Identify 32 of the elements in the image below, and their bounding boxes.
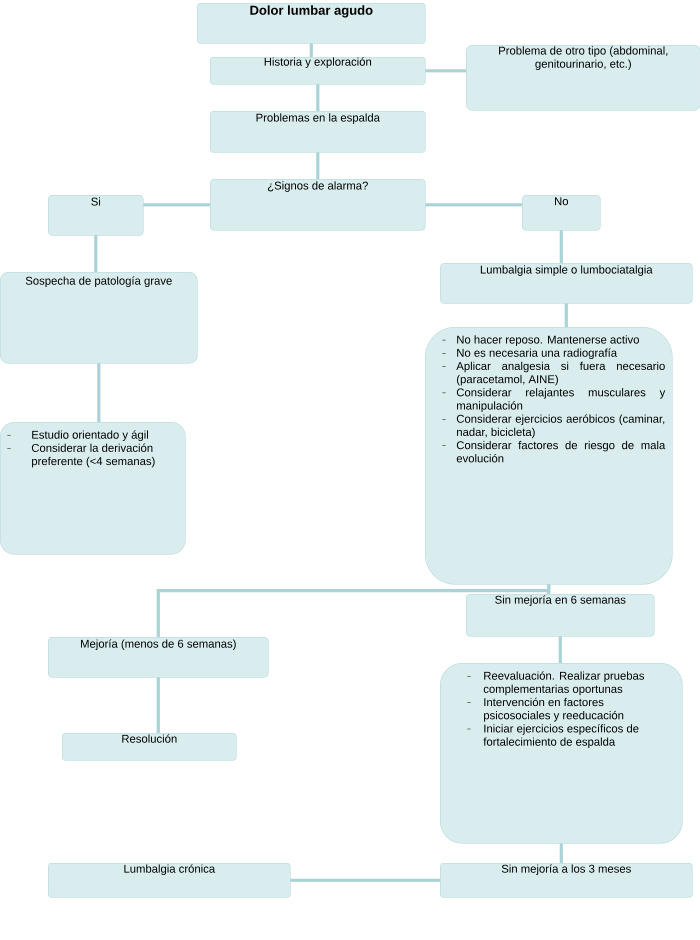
connector-line bbox=[560, 230, 563, 263]
process-box: Historia y exploración bbox=[210, 57, 426, 85]
process-box: Problemas en la espalda bbox=[210, 111, 426, 153]
connector-line bbox=[558, 636, 562, 663]
process-box: Mejoría (menos de 6 semanas) bbox=[48, 637, 269, 678]
answer-box: No bbox=[522, 195, 601, 231]
connector-line bbox=[426, 203, 522, 206]
process-box: Lumbalgia simple o lumbociatalgia bbox=[440, 263, 693, 304]
title-box: Dolor lumbar agudo bbox=[197, 3, 426, 44]
process-box: Sin mejoría en 6 semanas bbox=[466, 594, 655, 637]
connector-line bbox=[290, 878, 440, 882]
process-box: Sospecha de patología grave bbox=[0, 272, 198, 364]
connector-line bbox=[560, 844, 563, 863]
connector-line bbox=[316, 84, 320, 111]
connector-line bbox=[310, 44, 313, 57]
connector-line bbox=[316, 152, 320, 179]
bullet-list-box: Estudio orientado y ágil Considerar la derivación preferente (<4 semanas) bbox=[0, 422, 186, 555]
connector-line bbox=[156, 584, 550, 637]
connector-line bbox=[144, 203, 210, 206]
connector-line bbox=[97, 364, 100, 422]
answer-box: Si bbox=[48, 195, 144, 236]
process-box: Problema de otro tipo (abdominal, genitourinario, etc.) bbox=[466, 45, 700, 111]
process-box: Sin mejoría a los 3 meses bbox=[440, 863, 693, 898]
connector-line bbox=[156, 678, 160, 733]
connector-line bbox=[564, 304, 568, 327]
question-box: ¿Signos de alarma? bbox=[210, 179, 426, 231]
connector-line bbox=[426, 69, 466, 72]
bullet-list-box: No hacer reposo. Mantenerse activo No es necesaria una radiografía Aplicar analgesia si fuera necesario (paracetamol, AINE) Considerar relajantes musculares y manipulación Considerar ejercicios aeróbicos (caminar, nadar, bicicleta) Considerar factores de riesgo de mala evolución bbox=[425, 327, 673, 585]
connector-line bbox=[94, 236, 98, 272]
bullet-list-box: Reevaluación. Realizar pruebas complementarias oportunas Intervención en factores psicosociales y reeducación Iniciar ejercicios específicos de fortalecimiento de espalda bbox=[440, 663, 683, 844]
process-box: Resolución bbox=[62, 733, 237, 761]
process-box: Lumbalgia crónica bbox=[48, 863, 291, 898]
